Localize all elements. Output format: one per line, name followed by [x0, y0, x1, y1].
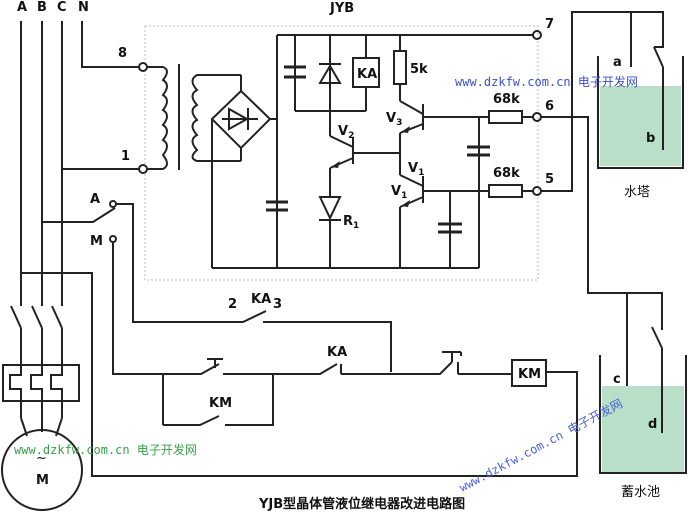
terminal-7	[532, 30, 542, 40]
stop-pushbutton-icon[interactable]	[442, 351, 462, 374]
lower-tank-float-switch	[651, 326, 663, 433]
watermark-2: www.dzkfw.com.cn 电子开发网	[14, 442, 197, 457]
control-wiring	[112, 203, 512, 426]
filter-capacitor	[266, 200, 288, 212]
probe-d-label: d	[648, 417, 657, 432]
transistor-v1	[399, 174, 477, 268]
phase-label-n: N	[78, 0, 89, 15]
v2-emitter-arrow	[331, 161, 340, 168]
ka-contact-left-num: 2	[228, 297, 237, 312]
phase-label-b: B	[37, 0, 47, 15]
resistor-68k-bottom-label: 68k	[493, 166, 520, 181]
resistor-68k-top-label: 68k	[493, 92, 520, 107]
lower-tank	[599, 355, 687, 474]
probe-a-label: a	[613, 55, 622, 70]
probe-b-label: b	[646, 131, 655, 146]
phase-lines	[20, 21, 578, 477]
probe-c-label: c	[613, 372, 621, 387]
probe-wiring	[541, 11, 664, 387]
start-pushbutton-icon[interactable]	[207, 358, 223, 368]
ka-contact-mid-label: KA	[327, 345, 347, 360]
motor-label: M	[36, 473, 49, 488]
zener-r1	[318, 196, 342, 268]
motor-symbol: ~	[36, 451, 47, 466]
bridge-rectifier-icon	[210, 89, 277, 268]
relay-coil-label: KA	[357, 67, 377, 82]
terminal-6	[532, 112, 542, 122]
diagram-title: YJB型晶体管液位继电器改进电路图	[258, 496, 465, 512]
switch-auto-terminal[interactable]	[109, 200, 117, 208]
terminal-8-label: 8	[118, 46, 127, 61]
terminal-7-label: 7	[545, 17, 554, 32]
module-label: JYB	[329, 1, 354, 16]
watermark-1: www.dzkfw.com.cn 电子开发网	[455, 74, 638, 89]
phase-label-c: C	[57, 0, 67, 15]
upper-tank-float-switch	[653, 46, 664, 150]
v1-label-top: V1	[408, 161, 424, 178]
contactor-main-contacts	[10, 305, 63, 365]
terminal-1-label: 1	[121, 149, 130, 164]
jyb-module-boundary	[144, 25, 539, 281]
km-coil-label: KM	[518, 367, 541, 382]
resistor-5k-label: 5k	[410, 62, 428, 77]
v2-label: V2	[338, 124, 354, 141]
transformer-icon	[138, 62, 242, 174]
input-network	[438, 110, 533, 269]
switch-manual-terminal[interactable]	[109, 235, 117, 243]
lower-tank-label: 蓄水池	[621, 485, 660, 500]
r1-label: R1	[343, 214, 359, 231]
v3-label: V3	[386, 111, 402, 128]
v1-label-bottom: V1	[391, 184, 407, 201]
ka-contact-right-num: 3	[273, 297, 282, 312]
upper-tank-water	[600, 86, 681, 166]
switch-auto-label: A	[90, 192, 100, 207]
terminal-5-label: 5	[545, 172, 554, 187]
upper-tank-label: 水塔	[624, 185, 650, 200]
thermal-overload-relay	[2, 364, 80, 437]
switch-manual-label: M	[90, 234, 103, 249]
relay-branch	[284, 35, 367, 136]
relay-coil-ka	[352, 57, 380, 88]
terminal-6-label: 6	[545, 99, 554, 114]
phase-label-a: A	[17, 0, 27, 15]
v1-emitter-arrow	[401, 200, 410, 207]
transistor-v2	[329, 135, 400, 197]
resistor-5k	[393, 35, 407, 101]
ka-contact-top-label: KA	[251, 292, 271, 307]
v3-emitter-arrow	[401, 126, 410, 133]
upper-tank	[597, 56, 684, 169]
terminal-5	[532, 186, 542, 196]
km-hold-contact-label: KM	[209, 396, 232, 411]
lower-tank-water	[602, 386, 684, 472]
motor-icon	[1, 429, 83, 511]
